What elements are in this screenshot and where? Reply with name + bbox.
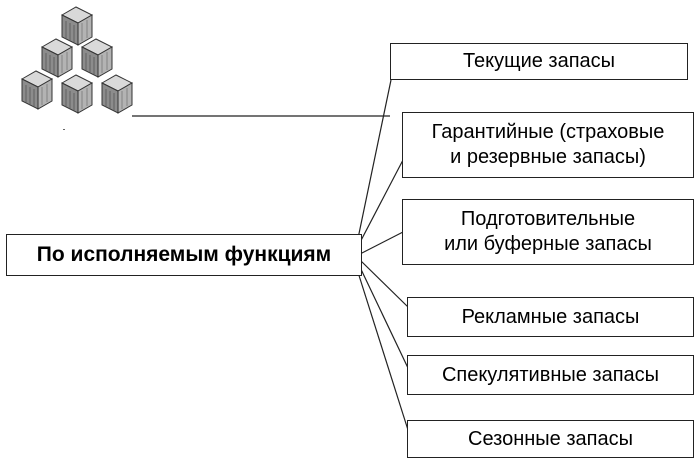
category-label-line-2: и резервные запасы) <box>450 146 646 168</box>
category-label: Спекулятивные запасы <box>441 363 660 386</box>
connector-to-cat-0 <box>355 79 392 249</box>
category-label-line-2: или буферные запасы <box>444 233 652 255</box>
category-box-seasonal: Сезонные запасы <box>407 420 694 458</box>
connector-to-cat-1 <box>355 159 404 251</box>
category-box-advertising: Рекламные запасы <box>407 297 694 337</box>
category-label-line-1: Подготовительные <box>460 208 636 230</box>
category-label: Текущие запасы <box>462 50 616 72</box>
connector-to-cat-3 <box>359 259 409 308</box>
stacked-boxes-icon <box>21 6 133 130</box>
root-node: По исполняемым функциям <box>6 234 362 276</box>
category-label: Сезонные запасы <box>468 427 633 450</box>
connector-to-cat-5 <box>355 265 409 431</box>
category-box-preparatory: Подготовительные или буферные запасы <box>402 199 694 265</box>
category-box-guarantee: Гарантийные (страховые и резервные запас… <box>402 112 694 178</box>
category-box-current: Текущие запасы <box>390 43 688 80</box>
category-label-line-1: Гарантийные (страховые <box>431 121 665 143</box>
connector-to-cat-2 <box>359 231 404 255</box>
connector-to-cat-4 <box>357 262 409 369</box>
category-label: Рекламные запасы <box>461 305 640 328</box>
category-box-speculative: Спекулятивные запасы <box>407 355 694 395</box>
root-label: По исполняемым функциям <box>36 242 332 266</box>
